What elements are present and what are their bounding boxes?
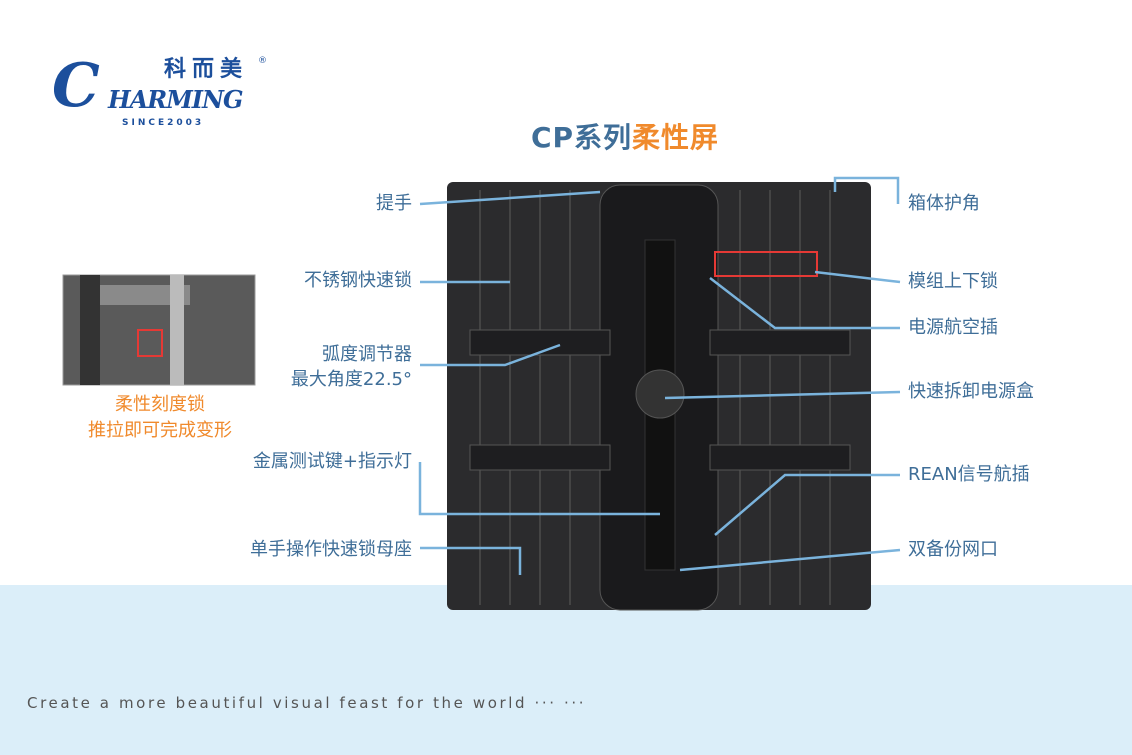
label-network-port: 双备份网口 [908,539,998,560]
label-rean-plug: REAN信号航插 [908,464,1030,485]
label-power-box: 快速拆卸电源盒 [908,381,1034,402]
label-power-plug: 电源航空插 [908,317,998,338]
label-arc-adjuster: 弧度调节器 [322,344,412,365]
label-corner-guard: 箱体护角 [908,193,980,214]
logo-cn: 科而美 [164,57,249,82]
label-lock-seat: 单手操作快速锁母座 [250,539,412,560]
led-cabinet-image [447,182,871,611]
title-prefix: CP系列 [530,121,633,154]
slogan: Create a more beautiful visual feast for… [27,694,587,712]
title-highlight: 柔性屏 [632,121,720,154]
label-max-angle: 最大角度22.5° [290,369,412,390]
logo-en: HARMING [108,85,243,114]
inset-caption-desc: 推拉即可完成变形 [88,420,232,441]
logo: C 科而美 ® HARMING SINCE2003 [52,56,272,131]
label-stainless-lock: 不锈钢快速锁 [304,270,412,291]
bottom-band [0,585,1132,755]
page-title: CP系列柔性屏 [0,116,1132,156]
logo-since: SINCE2003 [122,118,205,128]
label-test-key: 金属测试键+指示灯 [252,451,412,472]
label-module-lock: 模组上下锁 [908,271,998,292]
leader-lines [418,176,901,575]
label-handle: 提手 [376,193,412,214]
inset-photo [62,274,256,386]
inset-caption-title: 柔性刻度锁 [115,394,205,415]
logo-initial: C [52,51,100,121]
logo-reg: ® [258,56,267,66]
